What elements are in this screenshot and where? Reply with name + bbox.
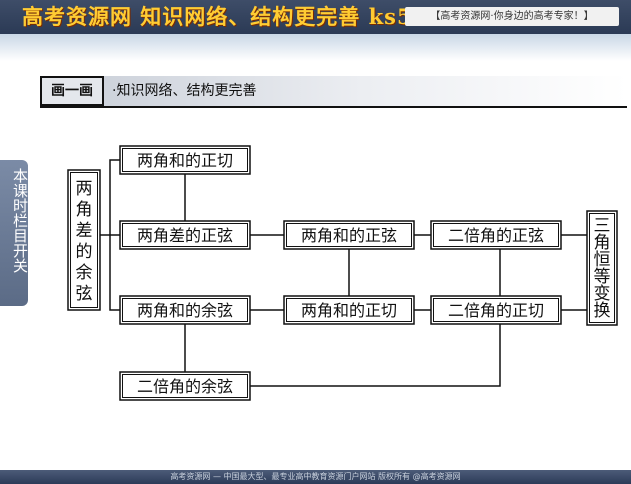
node-sin-double: 二倍角的正弦	[430, 220, 562, 250]
section-title: ·知识网络、结构更完善	[112, 83, 257, 99]
node-cos-diff: 两角差的余弦	[67, 169, 101, 311]
footer-text: 高考资源网 — 中国最大型、最专业高中教育资源门户网站 版权所有 @高考资源网	[170, 472, 461, 481]
node-cos-sum: 两角和的余弦	[119, 295, 251, 325]
node-label: 两角差的正弦	[137, 226, 233, 245]
node-label: 两角差的余弦	[76, 179, 93, 304]
diagram-nodes: 两角差的余弦两角和的正切两角差的正弦两角和的正弦二倍角的正弦两角和的余弦两角和的…	[67, 145, 618, 401]
node-label: 三角恒等变换	[594, 216, 611, 321]
diagram-edges	[100, 159, 587, 387]
node-tan-sum-1: 两角和的正切	[119, 145, 251, 175]
header-underline	[40, 106, 627, 108]
section-header-box: 画一画	[40, 76, 104, 106]
node-label: 二倍角的正弦	[448, 226, 544, 245]
edge-cos-double-to-tan-double	[250, 324, 501, 387]
node-sin-diff: 两角差的正弦	[119, 220, 251, 250]
side-tab-label[interactable]: 本课时栏目开关	[11, 168, 29, 273]
node-cos-double: 二倍角的余弦	[119, 371, 251, 401]
edge-cos-diff-to-tan-sum-1	[109, 159, 120, 240]
node-tan-double: 二倍角的正切	[430, 295, 562, 325]
node-label: 两角和的正切	[301, 301, 397, 320]
node-label: 二倍角的正切	[448, 301, 544, 320]
node-label: 两角和的余弦	[137, 301, 233, 320]
side-tab-button[interactable]	[0, 160, 28, 306]
node-sin-sum: 两角和的正弦	[283, 220, 415, 250]
banner-strip	[0, 34, 631, 61]
node-identity: 三角恒等变换	[586, 210, 618, 326]
slogan-badge: 【高考资源网·你身边的高考专家！】	[405, 7, 619, 26]
footer-bar	[0, 470, 631, 484]
section-header-bar	[40, 76, 627, 106]
node-label: 二倍角的余弦	[137, 377, 233, 396]
node-label: 两角和的正切	[137, 151, 233, 170]
node-label: 两角和的正弦	[301, 226, 397, 245]
edge-cos-diff-to-cos-sum	[109, 240, 120, 311]
node-tan-sum-2: 两角和的正切	[283, 295, 415, 325]
